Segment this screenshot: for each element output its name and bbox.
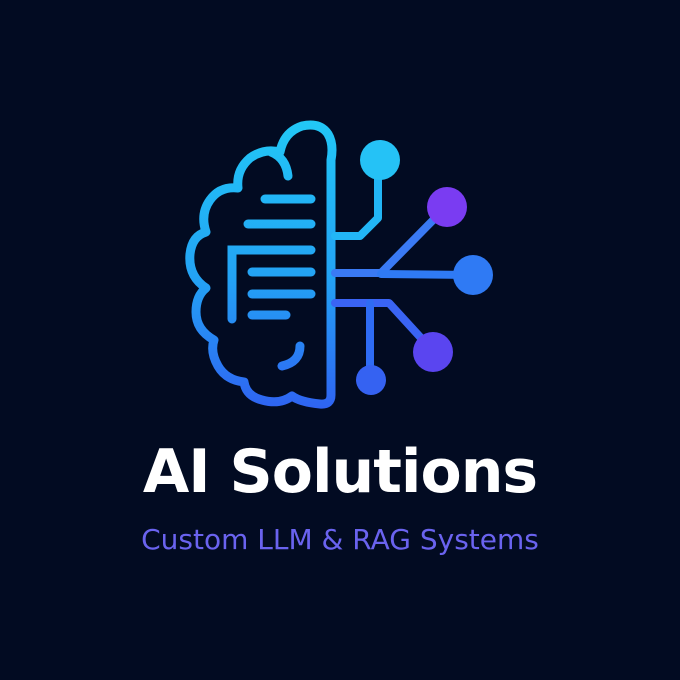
brand-subtitle: Custom LLM & RAG Systems (141, 523, 539, 556)
node-bottom (356, 365, 386, 395)
brain-outline-icon (185, 120, 337, 409)
node-purple-lower (413, 332, 453, 372)
brand-title: AI Solutions (142, 437, 538, 507)
node-right (453, 255, 493, 295)
node-purple-upper (427, 187, 467, 227)
node-top (360, 140, 400, 180)
circuit-nodes-icon (356, 140, 493, 395)
document-lines-icon (227, 194, 316, 324)
